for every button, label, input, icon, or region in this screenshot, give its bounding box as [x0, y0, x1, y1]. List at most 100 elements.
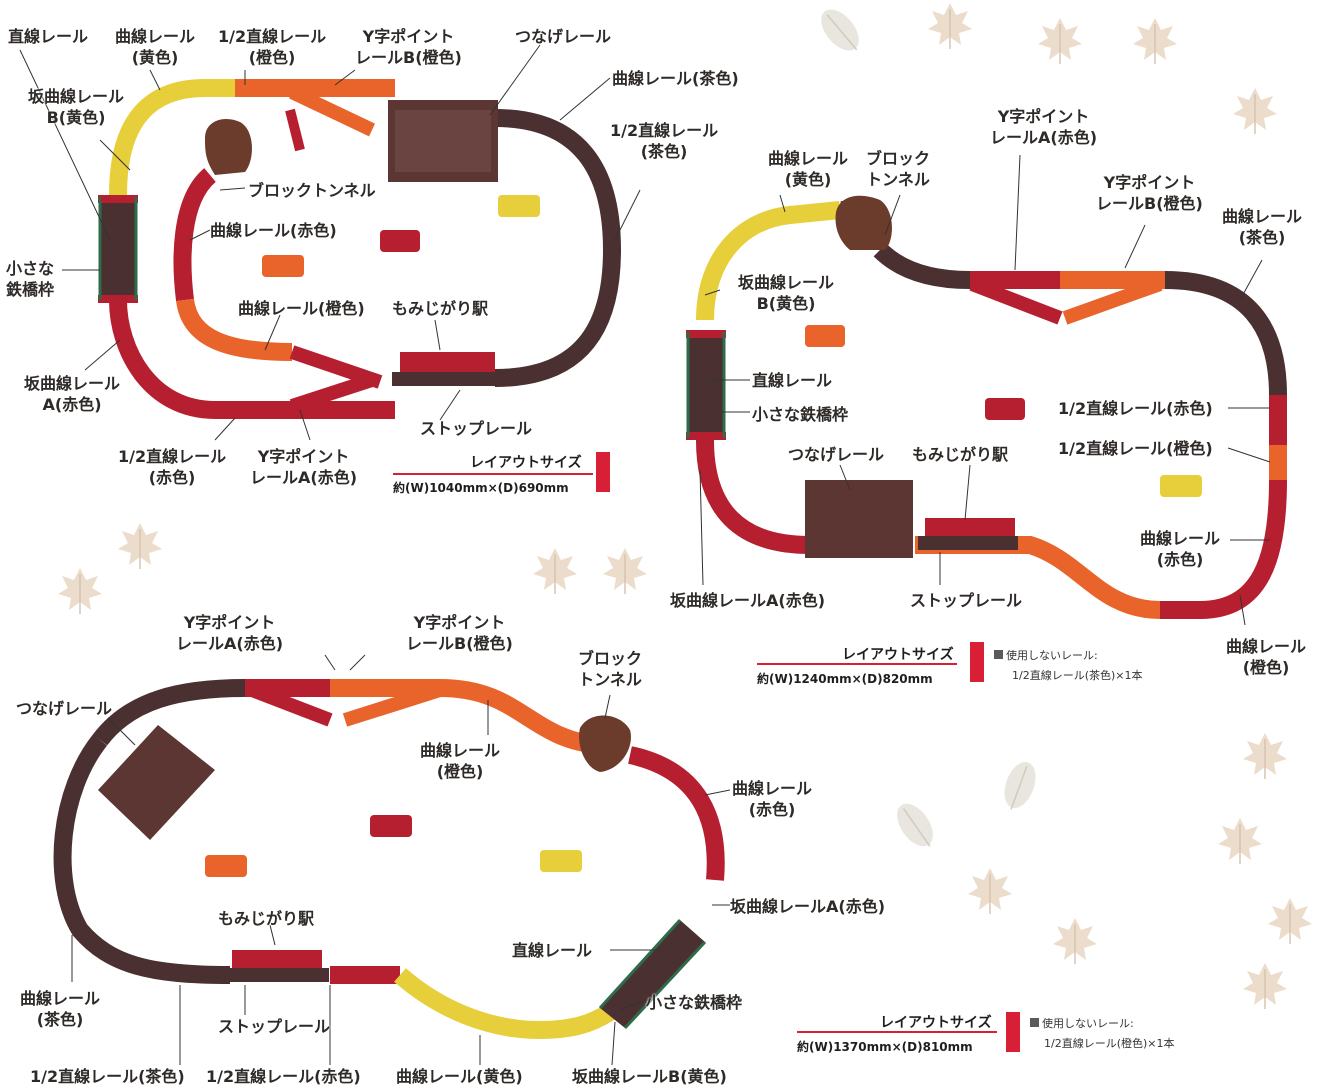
l2-y-point-b-line2: レールB(橙色)	[1096, 194, 1203, 213]
l1-y-point-a-line2: レールA(赤色)	[250, 468, 358, 487]
l3-tunnel-line1: ブロック	[578, 649, 643, 668]
l2-slope-b-label: 坂曲線レール B(黄色)	[738, 272, 834, 314]
l1-bridge-line2: 鉄橋枠	[6, 280, 55, 299]
l2-tunnel-line2: トンネル	[866, 170, 930, 189]
l2-unused-title-row: 使用しないレール:	[994, 648, 1143, 664]
l3-curve-yellow-label: 曲線レール(黄色)	[396, 1067, 523, 1086]
l2-size-value: 約(W)1240mm×(D)820mm	[757, 672, 933, 686]
l2-y-point-b-line1: Y字ポイント	[1103, 173, 1196, 192]
l1-curve-brown-label: 曲線レール(茶色)	[612, 69, 739, 88]
l3-stop-label: ストップレール	[218, 1017, 331, 1036]
l1-curve-yellow-label: 曲線レール (黄色)	[115, 26, 195, 68]
l2-curve-brown-label: 曲線レール (茶色)	[1222, 206, 1302, 248]
l1-slope-b-line2: B(黄色)	[46, 108, 106, 127]
l1-slope-a-line1: 坂曲線レール	[24, 374, 121, 393]
l1-bridge-line1: 小さな	[6, 259, 55, 278]
l2-unused-rails: 使用しないレール: 1/2直線レール(茶色)×1本	[994, 648, 1143, 684]
l2-curve-orange-label: 曲線レール (橙色)	[1226, 636, 1306, 678]
l2-y-point-a-line1: Y字ポイント	[997, 107, 1090, 126]
l3-curve-red-line1: 曲線レール	[732, 779, 813, 798]
l2-half-orange-label: 1/2直線レール(橙色)	[1058, 439, 1213, 458]
l1-slope-a-line2: A(赤色)	[42, 395, 102, 414]
layout-1-pieces	[98, 100, 540, 386]
l3-bridge-label: 小さな鉄橋枠	[646, 993, 743, 1012]
layout-3-track	[53, 679, 725, 1040]
l3-y-point-b-line2: レールB(橙色)	[406, 634, 513, 653]
l2-half-red-label: 1/2直線レール(赤色)	[1058, 399, 1213, 418]
l2-y-point-a-label: Y字ポイント レールA(赤色)	[990, 106, 1097, 148]
l3-y-point-b-label: Y字ポイント レールB(橙色)	[406, 612, 513, 654]
l2-unused-title: 使用しないレール:	[1006, 649, 1098, 662]
l1-y-point-b-line1: Y字ポイント	[362, 27, 455, 46]
l3-curve-orange-line1: 曲線レール	[420, 741, 501, 760]
l2-tunnel-line1: ブロック	[866, 149, 931, 168]
l1-curve-yellow-line1: 曲線レール	[115, 27, 196, 46]
l1-half-orange-line2: (橙色)	[248, 48, 296, 67]
l1-half-red-line1: 1/2直線レール	[118, 447, 227, 466]
l2-curve-red-line1: 曲線レール	[1140, 529, 1221, 548]
l1-slope-a-label: 坂曲線レール A(赤色)	[24, 373, 120, 415]
l2-curve-brown-line1: 曲線レール	[1222, 207, 1303, 226]
l3-station-label: もみじがり駅	[218, 909, 315, 928]
l1-curve-red-label: 曲線レール(赤色)	[210, 221, 337, 240]
l3-unused-rails: 使用しないレール: 1/2直線レール(橙色)×1本	[1030, 1016, 1175, 1052]
l2-connector-label: つなげレール	[788, 445, 885, 464]
l2-bridge-label: 小さな鉄橋枠	[752, 405, 849, 424]
l2-curve-orange-line2: (橙色)	[1242, 658, 1290, 677]
l3-unused-title-row: 使用しないレール:	[1030, 1016, 1175, 1032]
l3-half-brown-label: 1/2直線レール(茶色)	[30, 1067, 185, 1086]
l1-connector-label: つなげレール	[515, 27, 612, 46]
size-markers	[393, 452, 1020, 1052]
l3-size-title: レイアウトサイズ	[880, 1015, 992, 1031]
l2-station-label: もみじがり駅	[912, 445, 1009, 464]
layout-2-pieces	[686, 195, 1202, 558]
layout-1-track	[109, 79, 621, 419]
l3-size-value: 約(W)1370mm×(D)810mm	[797, 1040, 973, 1054]
l3-slope-a-label: 坂曲線レールA(赤色)	[730, 897, 886, 916]
l2-unused-item: 1/2直線レール(茶色)×1本	[1012, 669, 1143, 682]
l1-half-orange-label: 1/2直線レール (橙色)	[218, 26, 326, 68]
l3-tunnel-label: ブロック トンネル	[578, 648, 642, 690]
l3-curve-brown-line2: (茶色)	[36, 1010, 84, 1029]
l3-half-red-label: 1/2直線レール(赤色)	[206, 1067, 361, 1086]
l1-y-point-a-label: Y字ポイント レールA(赤色)	[250, 446, 357, 488]
l1-half-red-label: 1/2直線レール (赤色)	[118, 446, 226, 488]
l2-stop-label: ストップレール	[910, 591, 1023, 610]
layout-2-track	[696, 201, 1287, 619]
l2-straight-label: 直線レール	[752, 371, 833, 390]
l1-curve-yellow-line2: (黄色)	[131, 48, 179, 67]
l3-y-point-a-label: Y字ポイント レールA(赤色)	[176, 612, 283, 654]
l1-slope-b-line1: 坂曲線レール	[28, 87, 125, 106]
l3-slope-b-label: 坂曲線レールB(黄色)	[572, 1067, 727, 1086]
l1-half-brown-line1: 1/2直線レール	[610, 121, 719, 140]
l2-slope-b-line1: 坂曲線レール	[738, 273, 835, 292]
l3-y-point-b-line1: Y字ポイント	[413, 613, 506, 632]
l2-curve-yellow-line2: (黄色)	[784, 170, 832, 189]
l2-y-point-a-line2: レールA(赤色)	[990, 128, 1098, 147]
l1-half-red-line2: (赤色)	[148, 468, 196, 487]
unused-square-icon	[1030, 1018, 1039, 1027]
l3-y-point-a-line2: レールA(赤色)	[176, 634, 284, 653]
l1-stop-label: ストップレール	[420, 419, 533, 438]
l1-y-point-b-label: Y字ポイント レールB(橙色)	[355, 26, 462, 68]
l2-slope-a-label: 坂曲線レールA(赤色)	[670, 591, 826, 610]
l1-half-brown-label: 1/2直線レール (茶色)	[610, 120, 718, 162]
l3-curve-orange-line2: (橙色)	[436, 762, 484, 781]
l2-y-point-b-label: Y字ポイント レールB(橙色)	[1096, 172, 1203, 214]
l2-size-title: レイアウトサイズ	[842, 647, 954, 663]
l3-curve-red-label: 曲線レール (赤色)	[732, 778, 812, 820]
l3-connector-label: つなげレール	[16, 699, 113, 718]
l3-curve-brown-line1: 曲線レール	[20, 989, 101, 1008]
l1-bridge-label: 小さな 鉄橋枠	[6, 258, 54, 300]
l1-slope-b-label: 坂曲線レール B(黄色)	[28, 86, 124, 128]
l3-curve-brown-label: 曲線レール (茶色)	[20, 988, 100, 1030]
l3-curve-orange-label: 曲線レール (橙色)	[420, 740, 500, 782]
l1-half-brown-line2: (茶色)	[640, 142, 688, 161]
l3-curve-red-line2: (赤色)	[748, 800, 796, 819]
l2-curve-yellow-line1: 曲線レール	[768, 149, 849, 168]
l1-y-point-b-line2: レールB(橙色)	[355, 48, 462, 67]
l1-straight-label: 直線レール	[8, 27, 89, 46]
l3-unused-item: 1/2直線レール(橙色)×1本	[1044, 1037, 1175, 1050]
l1-curve-orange-label: 曲線レール(橙色)	[238, 299, 365, 318]
